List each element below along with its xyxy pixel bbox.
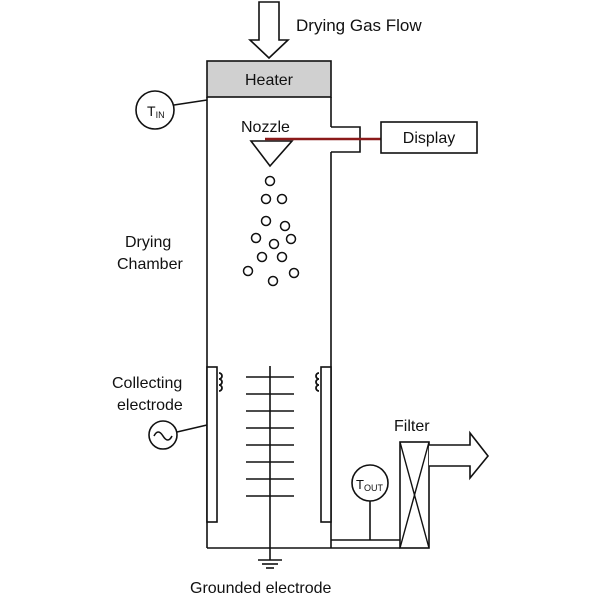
- exhaust-arrow: [429, 430, 490, 481]
- drying-chamber-label: Drying: [125, 234, 171, 251]
- droplet: [285, 233, 297, 245]
- collecting-electrode-label: Collecting: [112, 375, 182, 392]
- droplet: [276, 251, 288, 263]
- collecting-electrode-left: [206, 366, 218, 523]
- electrode-coil-right: [315, 372, 320, 392]
- ground-symbol: [258, 548, 282, 569]
- droplet: [288, 267, 300, 279]
- filter-label: Filter: [394, 418, 430, 435]
- droplet: [260, 215, 272, 227]
- heater-block: [206, 60, 332, 98]
- droplet: [260, 193, 272, 205]
- spray-droplets: [242, 175, 300, 287]
- outlet-duct: [331, 539, 400, 549]
- droplet: [279, 220, 291, 232]
- grounded-electrode-label: Grounded electrode: [190, 580, 332, 597]
- display-label: Display: [403, 130, 455, 147]
- nozzle-shape: [249, 140, 294, 168]
- ac-source-connector: [176, 424, 208, 433]
- nozzle-label: Nozzle: [241, 119, 290, 136]
- filter-cross-b: [399, 441, 430, 549]
- droplet: [250, 232, 262, 244]
- t-in-connector: [173, 99, 208, 106]
- t-out-label: TOUT: [356, 477, 383, 493]
- droplet: [264, 175, 276, 187]
- grounded-electrode-rod: [246, 366, 294, 548]
- drying-gas-flow-label: Drying Gas Flow: [296, 16, 422, 35]
- gas-flow-arrow: [247, 1, 291, 60]
- sine-wave-icon: [153, 431, 173, 441]
- collecting-electrode-right: [320, 366, 332, 523]
- droplet: [276, 193, 288, 205]
- droplet: [267, 275, 279, 287]
- drying-chamber-label-2: Chamber: [117, 256, 183, 273]
- collecting-electrode-label-2: electrode: [117, 397, 183, 414]
- heater-label: Heater: [245, 72, 294, 89]
- droplet: [242, 265, 254, 277]
- electrode-coil-left: [218, 372, 223, 392]
- t-in-label: TIN: [147, 103, 165, 120]
- droplet: [268, 238, 280, 250]
- droplet: [256, 251, 268, 263]
- t-in-sensor: [135, 90, 175, 130]
- display-box: [380, 121, 478, 154]
